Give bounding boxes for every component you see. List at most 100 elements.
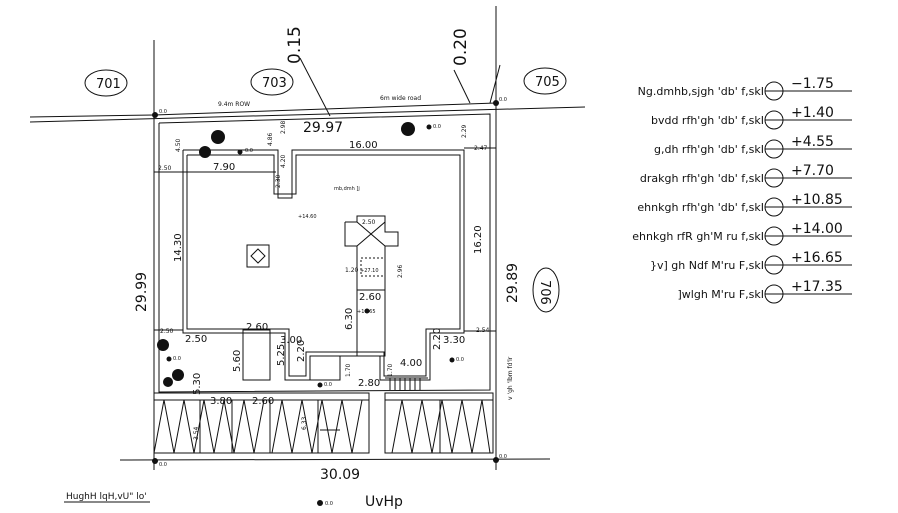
level-row: +4.55 g,dh rfh'gh 'db' f,skI xyxy=(654,134,852,159)
plot-number-703: 703 xyxy=(262,76,287,91)
level-value: +16.65 xyxy=(791,250,843,266)
dim-mid-v1: 5.25 xyxy=(276,344,287,366)
dim-setback-tr: 2.47 xyxy=(474,145,488,152)
spot-level-b: 0.0 xyxy=(433,124,441,130)
dim-bottom-left-v2: 5.30 xyxy=(192,373,203,395)
plot-703-tag xyxy=(250,68,294,96)
dim-shaft-v: 1.70 xyxy=(387,363,394,377)
building-outline xyxy=(182,149,465,381)
dim-park-2: 2.60 xyxy=(252,396,274,407)
dim-entry-v: 1.70 xyxy=(345,363,352,377)
dim-right-wing-h: 2.20 xyxy=(432,328,443,350)
dim-setback-left: 2.50 xyxy=(158,165,172,172)
level-label: drakgh rfh'gh 'db' f,skI xyxy=(640,172,764,185)
dim-core-small-2: 2.96 xyxy=(397,264,404,278)
level-value: +4.55 xyxy=(791,134,834,150)
level-label: }v] gh Ndf M'ru F,skI xyxy=(650,259,764,272)
setback-line xyxy=(158,113,491,393)
core-block xyxy=(344,215,399,291)
level-row: +7.70 drakgh rfh'gh 'db' f,skI xyxy=(640,163,852,188)
spot-level-br: 0.0 xyxy=(499,454,507,460)
dim-core-small-3: 1.20 xyxy=(345,267,359,274)
parking-left xyxy=(153,392,370,454)
dim-core-small-1: 2.50 xyxy=(362,219,376,226)
spot-level-bl: 0.0 xyxy=(159,462,167,468)
level-row: +1.40 bvdd rfh'gh 'db' f,skI xyxy=(651,105,852,130)
slope-left: 0.15 xyxy=(285,26,305,64)
level-row: +14.00 ehnkgh rfR gh'M ru f,skI xyxy=(632,221,852,246)
slope-right: 0.20 xyxy=(451,28,471,66)
dim-bottom-left-w4: 2.50 xyxy=(185,334,207,345)
dim-right-wing-w2: 4.00 xyxy=(400,358,422,369)
level-value: −1.75 xyxy=(791,76,834,92)
level-label: Ng.dmhb,sjgh 'db' f,skI xyxy=(638,85,764,98)
dim-left-depth: 29.99 xyxy=(134,272,150,312)
entry-level-label: +16.65 xyxy=(357,309,376,315)
mumty-label: mb,dmh ]j xyxy=(334,186,360,192)
side-note-right: v 'gh 'lbm fd'lr xyxy=(507,356,514,400)
dim-entry-w: 2.80 xyxy=(358,378,380,389)
tree-icons xyxy=(157,122,415,387)
level-value: +17.35 xyxy=(791,279,843,295)
dim-park-3: 3.54 xyxy=(193,426,200,440)
level-label: ehnkgh rfh'gh 'db' f,skI xyxy=(637,201,764,214)
plot-number-706: 706 xyxy=(537,280,552,305)
level-label: bvdd rfh'gh 'db' f,skI xyxy=(651,114,764,127)
dim-notch-v2: 2.98 xyxy=(280,120,287,134)
dim-park-1: 3.80 xyxy=(210,396,232,407)
dim-right-height: 16.20 xyxy=(473,225,484,254)
spot-level-a: 0.0 xyxy=(245,148,253,154)
plot-boundary-bottom xyxy=(119,458,551,461)
road-label-right: 6m wide road xyxy=(380,95,421,102)
level-row: +10.85 ehnkgh rfh'gh 'db' f,skI xyxy=(637,192,852,217)
dim-right-side-setback: 2.54 xyxy=(476,327,490,334)
caption-left: HughH lqH,vU" lo' xyxy=(66,492,147,502)
level-value: +14.00 xyxy=(791,221,843,237)
plot-number-701: 701 xyxy=(96,77,121,92)
spot-level-tl: 0.0 xyxy=(159,109,167,115)
dim-right-wing-w: 3.30 xyxy=(443,335,465,346)
level-value: +10.85 xyxy=(791,192,843,208)
dim-top-frontage: 29.97 xyxy=(303,120,343,136)
dim-setback-tr-v: 2.29 xyxy=(461,124,468,138)
spot-level-tr: 0.0 xyxy=(499,97,507,103)
dim-notch-small: 2.30 xyxy=(275,174,282,188)
level-label: g,dh rfh'gh 'db' f,skI xyxy=(654,143,764,156)
level-row: +16.65 }v] gh Ndf M'ru F,skI xyxy=(650,250,852,275)
skylight xyxy=(246,244,270,268)
dim-bottom-frontage: 30.09 xyxy=(320,467,360,483)
dim-bottom-left-w1: 2.60 xyxy=(246,322,268,333)
dim-core-width: 2.60 xyxy=(359,292,381,303)
level-value: +7.70 xyxy=(791,163,834,179)
drawing-caption: UvHp xyxy=(365,494,403,510)
spot-level-e: 0.0 xyxy=(456,357,464,363)
dim-bottom-left-w2: 3.00 xyxy=(280,335,302,346)
dim-notch-v1: 4.86 xyxy=(267,132,274,146)
spot-level-markers xyxy=(152,100,499,506)
level-value: +1.40 xyxy=(791,105,834,121)
dim-mid-v2: 2.20 xyxy=(296,340,307,362)
spot-level-c: 0.0 xyxy=(173,356,181,362)
lift-level-label: +14.60 xyxy=(298,214,317,220)
dim-building-width: 16.00 xyxy=(349,140,378,151)
dim-bottom-left-v1: 5.60 xyxy=(232,350,243,372)
dim-park-4: 6.33 xyxy=(301,416,308,430)
dim-left-height: 14.30 xyxy=(173,233,184,262)
spot-level-d: 0.0 xyxy=(324,382,332,388)
road-label-left: 9.4m ROW xyxy=(218,101,250,108)
spot-level-caption: 0.0 xyxy=(325,501,333,507)
plot-boundary-top xyxy=(29,106,586,123)
plot-705-tag xyxy=(523,67,567,95)
dim-core-depth: 6.30 xyxy=(344,308,355,330)
plot-number-705: 705 xyxy=(535,75,560,90)
plot-706-tag xyxy=(532,267,560,313)
plot-701-tag xyxy=(84,69,128,97)
dim-bottom-left-w3: 2.50 xyxy=(160,328,174,335)
level-label: ]wlgh M'ru F,skI xyxy=(678,288,764,301)
lift-level-label-2: +27.10 xyxy=(360,268,379,274)
level-label: ehnkgh rfR gh'M ru f,skI xyxy=(632,230,764,243)
dim-right-depth: 29.89 xyxy=(505,263,521,303)
